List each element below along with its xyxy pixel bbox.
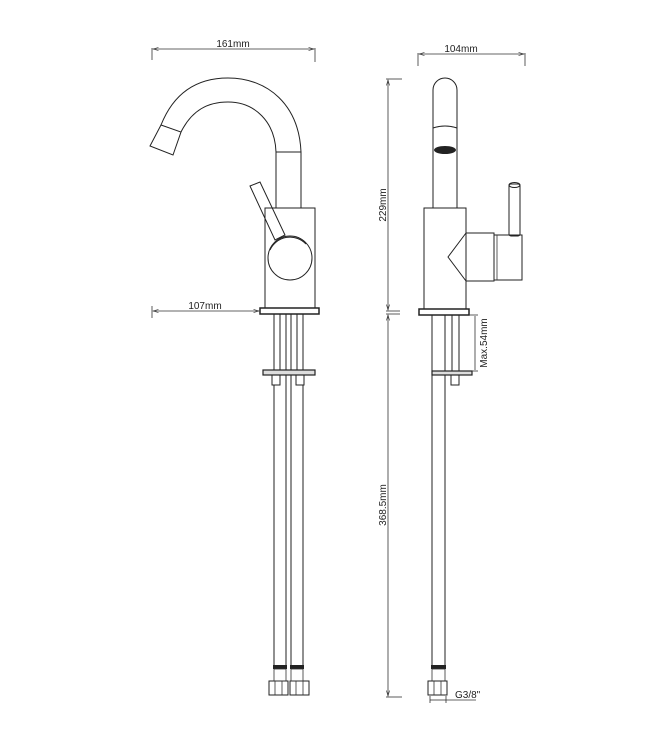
front-base-plate (418, 308, 470, 316)
fixing-plate (262, 369, 316, 376)
front-fixing-plate (431, 370, 473, 376)
front-connector: G3/8" (427, 665, 481, 703)
dimension-label-max-deck: Max.54mm (479, 318, 490, 367)
dimension-label-spout-reach: 161mm (216, 39, 249, 50)
vertical-dimensions: 229mm 368.5mm (378, 78, 402, 698)
dimension-label-base-to-spout: 107mm (188, 301, 221, 312)
dimension-label-connector-thread: G3/8" (455, 690, 481, 701)
front-spout (432, 77, 458, 208)
dimension-front-width: 104mm (417, 44, 526, 66)
body (264, 207, 316, 309)
front-studs (431, 315, 473, 665)
dimension-base-to-spout: 107mm (151, 301, 259, 318)
dimension-label-front-width: 104mm (444, 44, 477, 55)
dimension-label-hose-length: 368.5mm (378, 484, 389, 526)
front-view: 104mm (417, 44, 526, 703)
dimension-spout-reach: 161mm (151, 39, 316, 62)
base-plate (259, 307, 320, 315)
mounting-studs (262, 314, 316, 386)
handle-lever (249, 181, 286, 241)
front-body (423, 182, 523, 311)
dimension-max-deck: Max.54mm (469, 314, 490, 372)
aerator (434, 146, 456, 154)
dimension-label-body-height: 229mm (378, 188, 389, 221)
spout (149, 77, 302, 209)
flexible-hoses (268, 375, 310, 696)
side-view: 161mm 107mm (149, 39, 320, 696)
